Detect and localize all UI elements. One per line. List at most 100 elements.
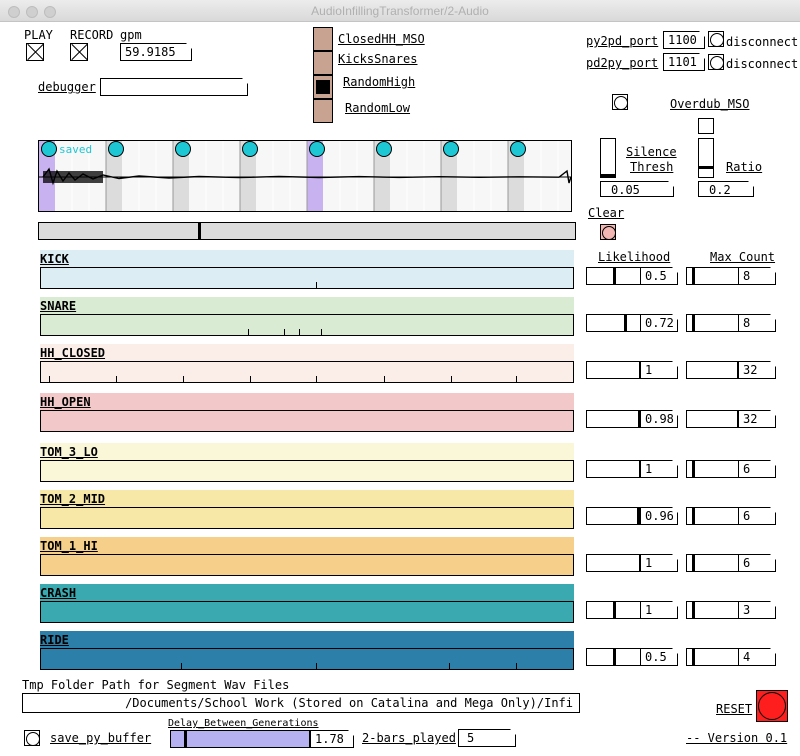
tmp-folder-path-field[interactable]: /Documents/School Work (Stored on Catali…	[22, 693, 580, 713]
silence-thresh-slider[interactable]	[600, 138, 616, 178]
lane-pattern-5[interactable]	[40, 507, 574, 529]
segment-marker-8[interactable]	[510, 141, 526, 157]
max-count-field-2[interactable]: 32	[738, 361, 776, 379]
max-count-field-0[interactable]: 8	[738, 267, 776, 285]
max-count-knob[interactable]	[692, 555, 695, 571]
likelihood-knob[interactable]	[613, 268, 616, 284]
max-count-knob[interactable]	[692, 602, 695, 618]
save-py-buffer-bang[interactable]	[24, 730, 40, 746]
likelihood-slider-4[interactable]	[586, 460, 642, 478]
play-toggle[interactable]	[26, 43, 44, 61]
radio-cell-kickssnares[interactable]	[313, 51, 333, 75]
likelihood-slider-0[interactable]	[586, 267, 642, 285]
max-count-slider-7[interactable]	[686, 601, 740, 619]
radio-option-randomlow[interactable]: RandomLow	[345, 101, 411, 115]
max-count-knob[interactable]	[692, 315, 695, 331]
lane-pattern-2[interactable]	[40, 361, 574, 383]
max-count-field-5[interactable]: 6	[738, 507, 776, 525]
likelihood-field-1[interactable]: 0.72	[640, 314, 678, 332]
likelihood-field-2[interactable]: 1	[640, 361, 678, 379]
likelihood-knob[interactable]	[637, 508, 640, 524]
disconnect-pd2py-bang[interactable]	[708, 54, 724, 70]
segment-marker-3[interactable]	[175, 141, 191, 157]
max-count-slider-8[interactable]	[686, 648, 740, 666]
segment-marker-2[interactable]	[108, 141, 124, 157]
likelihood-field-7[interactable]: 1	[640, 601, 678, 619]
max-count-field-3[interactable]: 32	[738, 410, 776, 428]
max-count-field-7[interactable]: 3	[738, 601, 776, 619]
zoom-window-icon[interactable]	[44, 6, 56, 18]
py2pd-port-field[interactable]: 1100	[663, 31, 705, 49]
disconnect-py2pd-bang[interactable]	[708, 31, 724, 47]
likelihood-slider-1[interactable]	[586, 314, 642, 332]
likelihood-slider-5[interactable]	[586, 507, 642, 525]
overdub-bang[interactable]	[612, 94, 628, 110]
gpm-number-box[interactable]: 59.9185	[120, 43, 192, 61]
likelihood-knob[interactable]	[613, 649, 616, 665]
lane-pattern-0[interactable]	[40, 267, 574, 289]
lane-pattern-7[interactable]	[40, 601, 574, 623]
likelihood-knob[interactable]	[624, 315, 627, 331]
overdub-toggle[interactable]	[698, 118, 714, 134]
max-count-slider-2[interactable]	[686, 361, 740, 379]
debugger-field[interactable]	[100, 78, 248, 96]
delay-slider[interactable]	[170, 730, 310, 748]
likelihood-field-4[interactable]: 1	[640, 460, 678, 478]
lane-pattern-3[interactable]	[40, 410, 574, 432]
segment-marker-5[interactable]	[309, 141, 325, 157]
radio-cell-randomlow[interactable]	[313, 99, 333, 123]
likelihood-knob[interactable]	[613, 602, 616, 618]
lane-pattern-6[interactable]	[40, 554, 574, 576]
pd2py-port-field[interactable]: 1101	[663, 53, 705, 71]
segment-marker-1[interactable]	[41, 141, 57, 157]
record-toggle[interactable]	[70, 43, 88, 61]
max-count-knob[interactable]	[692, 508, 695, 524]
max-count-slider-1[interactable]	[686, 314, 740, 332]
likelihood-slider-7[interactable]	[586, 601, 642, 619]
ratio-field[interactable]: 0.2	[698, 181, 754, 197]
likelihood-slider-2[interactable]	[586, 361, 642, 379]
radio-option-randomhigh[interactable]: RandomHigh	[343, 75, 416, 89]
ratio-slider[interactable]	[698, 138, 714, 178]
radio-option-closedhh[interactable]: ClosedHH_MSO	[338, 32, 425, 46]
lane-pattern-1[interactable]	[40, 314, 574, 336]
max-count-field-6[interactable]: 6	[738, 554, 776, 572]
likelihood-slider-8[interactable]	[586, 648, 642, 666]
delay-slider-knob[interactable]	[184, 731, 187, 747]
ratio-knob[interactable]	[699, 166, 713, 169]
max-count-slider-4[interactable]	[686, 460, 740, 478]
delay-field[interactable]: 1.78	[310, 730, 354, 748]
reset-bang[interactable]	[756, 690, 788, 722]
radio-cell-randomhigh[interactable]	[313, 75, 333, 99]
bars-played-field[interactable]: 5	[458, 729, 516, 747]
radio-option-kickssnares[interactable]: KicksSnares	[338, 52, 418, 66]
max-count-slider-0[interactable]	[686, 267, 740, 285]
lane-pattern-4[interactable]	[40, 460, 574, 482]
likelihood-field-0[interactable]: 0.5	[640, 267, 678, 285]
likelihood-field-6[interactable]: 1	[640, 554, 678, 572]
max-count-knob[interactable]	[692, 461, 695, 477]
likelihood-field-8[interactable]: 0.5	[640, 648, 678, 666]
silence-thresh-knob[interactable]	[601, 174, 615, 177]
clear-bang[interactable]	[600, 224, 616, 240]
lane-pattern-8[interactable]	[40, 648, 574, 670]
max-count-field-1[interactable]: 8	[738, 314, 776, 332]
radio-cell-closedhh[interactable]	[313, 27, 333, 51]
minimize-window-icon[interactable]	[26, 6, 38, 18]
waveform-array[interactable]: saved	[38, 140, 572, 212]
max-count-slider-3[interactable]	[686, 410, 740, 428]
likelihood-slider-6[interactable]	[586, 554, 642, 572]
max-count-slider-6[interactable]	[686, 554, 740, 572]
likelihood-slider-3[interactable]	[586, 410, 642, 428]
max-count-knob[interactable]	[692, 268, 695, 284]
segment-marker-6[interactable]	[376, 141, 392, 157]
scrub-slider-knob[interactable]	[198, 223, 201, 239]
silence-thresh-field[interactable]: 0.05	[600, 181, 674, 197]
close-window-icon[interactable]	[8, 6, 20, 18]
max-count-slider-5[interactable]	[686, 507, 740, 525]
likelihood-knob[interactable]	[638, 411, 641, 427]
scrub-slider[interactable]	[38, 222, 576, 240]
likelihood-field-5[interactable]: 0.96	[640, 507, 678, 525]
likelihood-field-3[interactable]: 0.98	[640, 410, 678, 428]
max-count-knob[interactable]	[692, 649, 695, 665]
